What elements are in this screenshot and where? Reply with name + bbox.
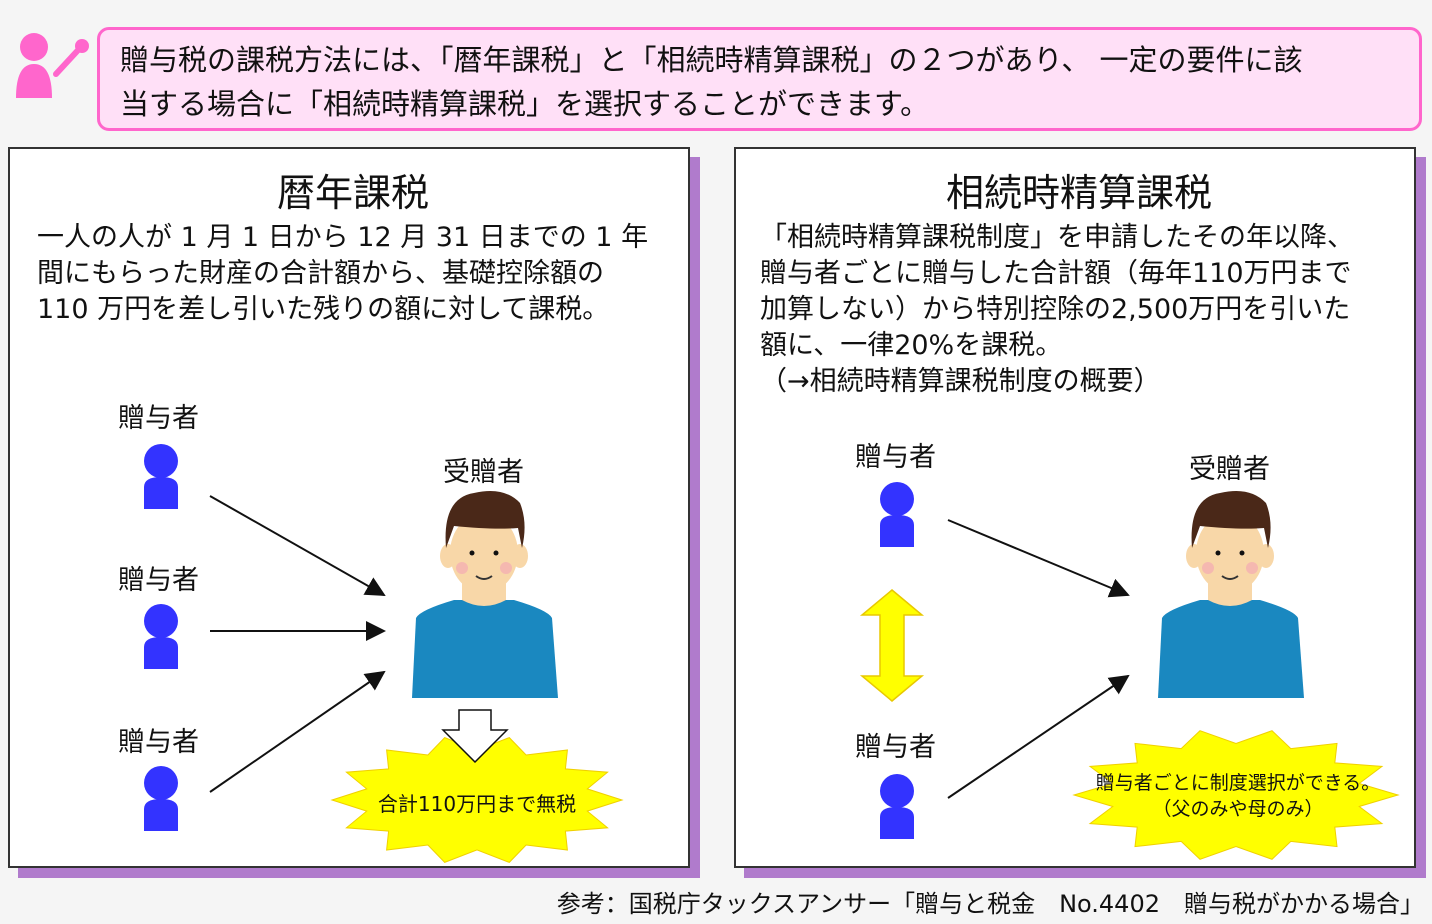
desc-line: 額に、一律20%を課税。 [760,330,1063,361]
gift-arrow [209,495,386,596]
donor-icon [880,774,914,839]
donor-icon [144,604,178,669]
intro-line-2: 当する場合に「相続時精算課税」を選択することができます。 [120,87,930,121]
either-or-double-arrow-icon [859,589,925,702]
burst-line: （父のみや母のみ） [1152,798,1324,820]
intro-banner [97,27,1422,131]
recipient-person-icon [411,489,559,699]
down-arrow-icon [441,709,509,764]
donor-icon [144,766,178,831]
right-panel-title: 相続時精算課税 [945,171,1212,215]
tax-free-burst-text: 合計110万円まで無税 [377,792,577,816]
donor-label: 贈与者 [855,732,936,763]
right-panel-description: 「相続時精算課税制度」を申請したその年以降、 贈与者ごとに贈与した合計額（毎年1… [760,220,1354,400]
gift-arrow [947,519,1130,598]
desc-line: 「相続時精算課税制度」を申請したその年以降、 [760,222,1354,253]
starburst-shape [1072,730,1400,860]
desc-line: 一人の人が 1 月 1 日から 12 月 31 日までの 1 年 [37,222,649,253]
starburst-shape [330,737,624,863]
gift-arrow [947,674,1130,799]
donor-icon [880,482,914,547]
desc-line: 加算しない）から特別控除の2,500万円を引いた [760,294,1351,325]
donor-label: 贈与者 [118,565,199,596]
donor-icon [144,444,178,509]
presenter-icon [16,33,89,98]
burst-line: 贈与者ごとに制度選択ができる。 [1095,772,1381,794]
source-footer: 参考：国税庁タックスアンサー「贈与と税金 No.4402 贈与税がかかる場合」 [556,890,1424,918]
recipient-label: 受贈者 [1189,454,1270,485]
desc-line: 間にもらった財産の合計額から、基礎控除額の [37,258,604,289]
left-panel-title: 暦年課税 [276,171,429,215]
recipient-person-icon [1157,489,1305,699]
desc-line: 贈与者ごとに贈与した合計額（毎年110万円まで [760,258,1352,289]
selection-burst-text: 贈与者ごとに制度選択ができる。 （父のみや母のみ） [1080,770,1396,822]
recipient-label: 受贈者 [443,457,524,488]
gift-arrow [209,670,386,793]
intro-line-1: 贈与税の課税方法には、「暦年課税」と「相続時精算課税」の２つがあり、 一定の要件… [120,43,1303,77]
donor-label: 贈与者 [118,403,199,434]
donor-label: 贈与者 [855,442,936,473]
donor-label: 贈与者 [118,727,199,758]
left-panel-description: 一人の人が 1 月 1 日から 12 月 31 日までの 1 年 間にもらった財… [37,220,648,328]
overview-link[interactable]: （→相続時精算課税制度の概要） [760,366,1161,397]
desc-line: 110 万円を差し引いた残りの額に対して課税。 [37,294,610,325]
intro-text: 贈与税の課税方法には、「暦年課税」と「相続時精算課税」の２つがあり、 一定の要件… [120,38,1410,126]
